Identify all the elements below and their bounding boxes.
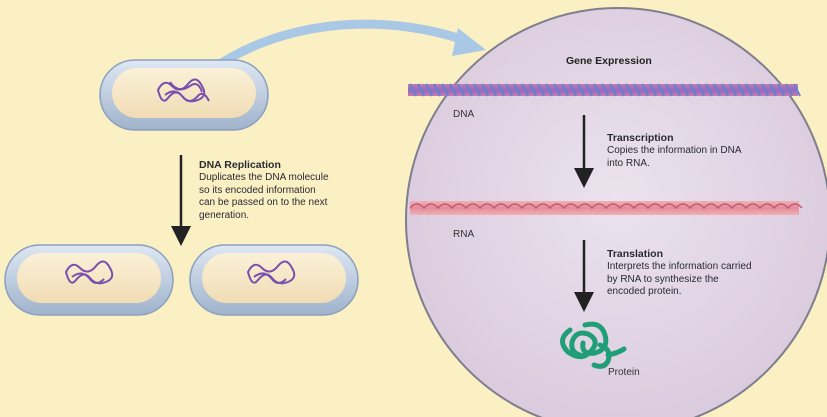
dna-stripe: [561, 83, 569, 97]
protein-icon: [560, 321, 627, 369]
dna-stripe: [721, 83, 729, 97]
dna-stripe: [577, 83, 585, 97]
dna-stripe: [681, 83, 689, 97]
protein-label: Protein: [608, 367, 640, 378]
dna-stripe: [609, 83, 617, 97]
dna-stripe: [777, 83, 785, 97]
dna-stripe: [793, 83, 801, 97]
dna-stripe: [433, 83, 441, 97]
replication-block: DNA Replication Duplicates the DNA molec…: [199, 159, 329, 222]
dna-stripe: [513, 83, 521, 97]
dna-stripe: [489, 83, 497, 97]
chromosome-icon: [64, 260, 114, 285]
dna-stripe: [601, 83, 609, 97]
dna-stripe: [713, 83, 721, 97]
dna-stripe: [785, 83, 793, 97]
dna-stripe: [753, 83, 761, 97]
dna-stripe: [689, 83, 697, 97]
dna-stripe: [505, 83, 513, 97]
dna-stripe: [425, 83, 433, 97]
replication-title: DNA Replication: [199, 159, 281, 171]
dna-stripe: [569, 83, 577, 97]
dna-stripe: [673, 83, 681, 97]
rna-strand-icon: [409, 201, 803, 215]
translation-description: Interprets the information carried by RN…: [607, 261, 752, 297]
dna-stripe: [537, 83, 545, 97]
dna-stripe: [649, 83, 657, 97]
dna-stripe: [473, 83, 481, 97]
dna-stripe: [457, 83, 465, 97]
dna-stripe: [761, 83, 769, 97]
cell-icon: [99, 59, 269, 131]
dna-stripe: [529, 83, 537, 97]
dna-stripe: [769, 83, 777, 97]
dna-stripe: [729, 83, 737, 97]
dna-stripe: [593, 83, 601, 97]
dna-stripe: [665, 83, 673, 97]
dna-stripe: [521, 83, 529, 97]
curved-arrow-icon: [203, 19, 486, 77]
transcription-title: Transcription: [607, 132, 674, 144]
dna-stripe: [497, 83, 505, 97]
gene-expression-title: Gene Expression: [566, 55, 652, 67]
dna-stripe: [465, 83, 473, 97]
dna-stripe: [657, 83, 665, 97]
dna-stripe: [553, 83, 561, 97]
dna-stripe: [585, 83, 593, 97]
dna-stripe: [441, 83, 449, 97]
dna-stripe: [409, 83, 417, 97]
chromosome-icon: [246, 260, 296, 285]
transcription-description: Copies the information in DNA into RNA.: [607, 145, 742, 169]
dna-stripe: [481, 83, 489, 97]
rna-label: RNA: [453, 229, 475, 240]
replication-description: Duplicates the DNA molecule so its encod…: [199, 172, 329, 221]
dna-label: DNA: [453, 109, 475, 120]
dna-stripe: [633, 83, 641, 97]
dna-stripe: [625, 83, 633, 97]
translation-title: Translation: [607, 248, 664, 260]
cell-icon: [4, 244, 174, 316]
transcription-block: Transcription Copies the information in …: [607, 132, 742, 170]
dna-stripe: [641, 83, 649, 97]
dna-stripe: [737, 83, 745, 97]
dna-stripe: [449, 83, 457, 97]
dna-helix-icon: [408, 83, 801, 97]
translation-block: Translation Interprets the information c…: [607, 248, 752, 299]
dna-stripe: [697, 83, 705, 97]
dna-stripe: [745, 83, 753, 97]
dna-stripe: [705, 83, 713, 97]
dna-stripe: [545, 83, 553, 97]
chromosome-icon: [156, 78, 210, 103]
dna-stripe: [617, 83, 625, 97]
dna-stripe: [417, 83, 425, 97]
